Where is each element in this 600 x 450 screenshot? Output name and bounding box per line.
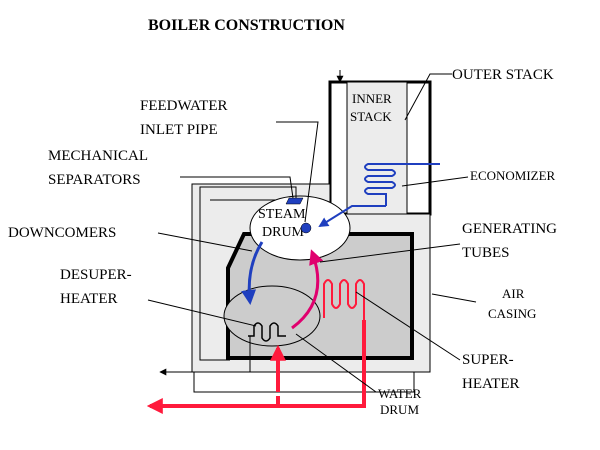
label-air-casing-2: CASING — [488, 306, 536, 321]
downcomer-flow — [241, 241, 264, 305]
leader-superheater — [355, 291, 461, 361]
label-superheater-1: SUPER- — [462, 352, 514, 368]
label-downcomers: DOWNCOMERS — [8, 225, 116, 241]
desuperheater-coil — [248, 322, 286, 342]
superheater-coil — [323, 279, 365, 320]
label-inner-stack-2: STACK — [350, 109, 392, 124]
leader-outer-stack — [404, 73, 452, 121]
diagram-title: BOILER CONSTRUCTION — [148, 17, 345, 34]
steam-drum — [249, 195, 351, 261]
label-desuper-2: HEATER — [60, 291, 118, 307]
label-desuper-1: DESUPER- — [60, 267, 132, 283]
leader-downcomers — [157, 232, 253, 252]
generating-tube-flow — [291, 249, 324, 330]
label-feedwater-1: FEEDWATER — [140, 98, 228, 114]
feedwater-inlet-pipe — [300, 222, 312, 234]
label-water-drum-2: DRUM — [380, 402, 419, 417]
label-generating-2: TUBES — [462, 245, 510, 261]
leader-air-casing — [431, 293, 477, 303]
steam-drum-label-2: DRUM — [262, 225, 305, 240]
mechanical-separator — [285, 197, 304, 205]
leader-water-drum — [295, 333, 377, 393]
leader-economizer — [401, 176, 469, 187]
economizer-coil — [318, 163, 440, 228]
label-superheater-2: HEATER — [462, 376, 520, 392]
label-mech-sep-1: MECHANICAL — [48, 148, 148, 164]
label-outer-stack: OUTER STACK — [452, 67, 554, 83]
label-economizer: ECONOMIZER — [470, 168, 556, 183]
superheater-outlet-red — [146, 320, 366, 414]
leader-generating — [319, 243, 461, 263]
label-feedwater-2: INLET PIPE — [140, 122, 218, 138]
label-generating-1: GENERATING — [462, 221, 557, 237]
label-mech-sep-2: SEPARATORS — [48, 172, 141, 188]
leader-mech-sep — [180, 176, 294, 199]
label-inner-stack-1: INNER — [352, 91, 392, 106]
desuper-outlet-line — [159, 336, 251, 376]
label-air-casing-1: AIR — [502, 286, 525, 301]
steam-drum-label-1: STEAM — [258, 207, 306, 222]
outer-circuit-line — [193, 372, 415, 393]
steam-line-top — [199, 186, 297, 361]
leader-feedwater — [276, 121, 319, 223]
label-water-drum-1: WATER — [378, 386, 422, 401]
leader-desuper — [147, 299, 257, 327]
